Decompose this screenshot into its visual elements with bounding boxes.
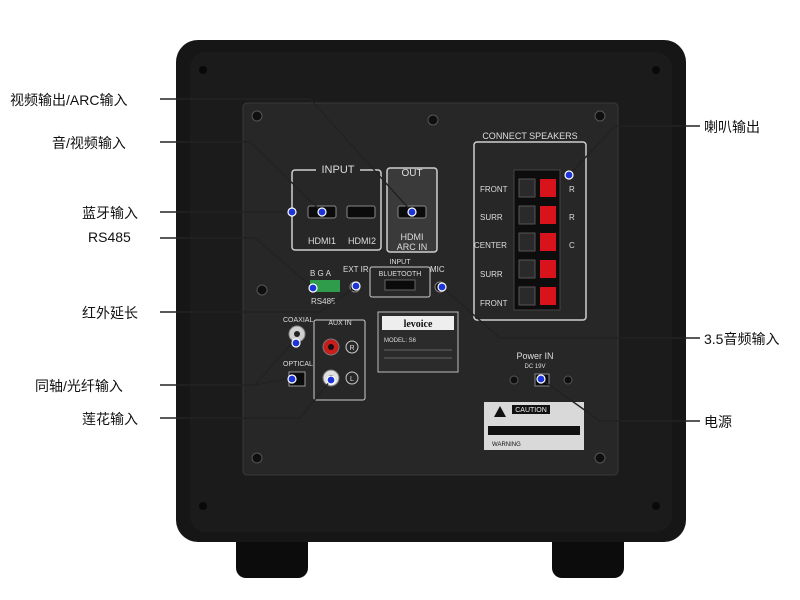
ch-r-1: R (569, 185, 575, 194)
markers (287, 170, 574, 385)
hdmi-arc-label-1: HDMI (401, 232, 424, 242)
callout-ir-extension: 红外延长 (82, 305, 138, 321)
center-label: CENTER (474, 241, 507, 250)
surr-label: SURR (480, 213, 503, 222)
dc-label: DC 19V (524, 364, 545, 370)
optical-label: OPTICAL (283, 361, 313, 368)
connect-speakers-label: CONNECT SPEAKERS (482, 131, 577, 141)
ch-c: C (569, 241, 575, 250)
coaxial-label: COAXIAL (283, 317, 313, 324)
bt-input-label: INPUT (390, 259, 412, 266)
power-in-label: Power IN (516, 351, 553, 361)
model-label: MODEL: S6 (384, 338, 417, 344)
hdmi2-port (346, 205, 376, 219)
brand-name: levoice (404, 319, 433, 330)
bluetooth-port (384, 279, 416, 291)
mic-label: MIC (430, 265, 445, 274)
callout-coax-optical: 同轴/光纤输入 (35, 378, 123, 394)
rs485-label: RS485 (311, 297, 336, 306)
hdmi1-label: HDMI1 (308, 236, 336, 246)
bga-label: B G A (310, 269, 332, 278)
bluetooth-box (369, 266, 431, 298)
out-label: OUT (401, 168, 422, 179)
callout-power: 电源 (704, 414, 732, 430)
bluetooth-label: BLUETOOTH (379, 271, 422, 278)
aux-r-label: R (349, 345, 354, 352)
callout-video-out-arc: 视频输出/ARC输入 (10, 92, 128, 108)
callout-speaker-output: 喇叭输出 (704, 119, 760, 135)
aux-l-label: L (350, 376, 354, 383)
leader-lines (160, 98, 700, 422)
ext-ir-label: EXT IR (343, 265, 369, 274)
callout-35mm-input: 3.5音频输入 (704, 331, 780, 347)
speaker-terminals (518, 178, 556, 306)
rs485-terminal (310, 280, 340, 292)
surr-label-2: SURR (480, 270, 503, 279)
aux-in-label: AUX IN (328, 320, 351, 327)
ch-r-2: R (569, 213, 575, 222)
front-label: FRONT (480, 185, 508, 194)
speaker-box (473, 141, 587, 321)
hdmi-arc-label-2: ARC IN (397, 242, 428, 252)
hdmi2-label: HDMI2 (348, 236, 376, 246)
input-label: INPUT (322, 164, 355, 176)
callout-rca-input: 莲花输入 (82, 411, 138, 427)
callout-bluetooth-input: 蓝牙输入 (82, 205, 138, 221)
callout-rs485: RS485 (88, 229, 131, 245)
warning-label: WARNING (492, 442, 521, 448)
callout-av-input: 音/视频输入 (52, 135, 126, 151)
caution-label: CAUTION (515, 407, 547, 414)
aux-in-box (313, 319, 366, 401)
front-label-2: FRONT (480, 299, 508, 308)
